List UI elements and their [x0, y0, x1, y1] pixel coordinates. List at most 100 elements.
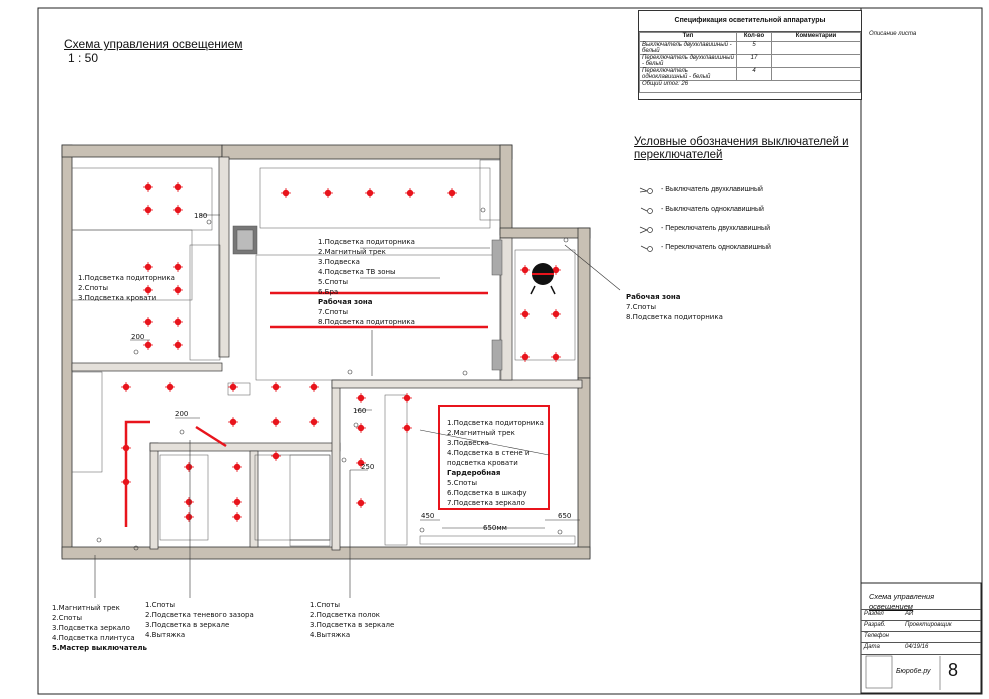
spec-cell-type: Выключатель двухклавишный - белый [639, 41, 737, 55]
drawing-title: Схема управления освещением [64, 37, 243, 51]
dim-200-b: 200 [175, 410, 189, 418]
spot-light-icon [121, 477, 131, 487]
note-bathroom-2: 1.Споты 2.Подсветка полок 3.Подсветка в … [310, 600, 394, 640]
spec-row: Переключатель двухклавишный - белый 17 [639, 54, 861, 68]
note-line: 4.Вытяжка [145, 631, 186, 639]
spot-light-icon [173, 205, 183, 215]
note-line: 7.Споты [626, 303, 657, 311]
spec-total: Общий итог: 26 [639, 80, 861, 93]
legend-item-toggle-double: - Переключатель двухклавишный [661, 225, 770, 232]
title-block-row: Телефон [861, 631, 981, 643]
spot-light-icon [447, 188, 457, 198]
note-line: 5.Споты [447, 479, 478, 487]
spec-header-type: Тип [639, 32, 737, 42]
exterior-walls [61, 144, 591, 560]
switch-symbols [96, 207, 569, 551]
spot-light-icon [143, 285, 153, 295]
note-line: 3.Подсветка кровати [78, 294, 157, 302]
spec-table: Спецификация осветительной аппаратуры Ти… [638, 10, 862, 100]
spot-light-icon [165, 382, 175, 392]
spot-light-icon [143, 182, 153, 192]
note-hall: 1.Магнитный трек 2.Споты 3.Подсветка зер… [52, 603, 147, 653]
legend-title-line: переключателей [634, 149, 723, 161]
spot-light-icon [173, 182, 183, 192]
note-line: 2.Споты [78, 284, 109, 292]
spot-light-icon [271, 451, 281, 461]
spot-light-icon [309, 417, 319, 427]
spot-light-icon [271, 417, 281, 427]
note-line: 3.Подсветка в зеркале [310, 621, 395, 629]
note-master-bedroom: 1.Подсветка подиторника 2.Магнитный трек… [447, 418, 544, 508]
note-bedroom: 1.Подсветка подиторника 2.Споты 3.Подсве… [78, 273, 175, 303]
title-block-row: Дата 04/19/16 [861, 642, 981, 655]
spot-light-icon [143, 317, 153, 327]
note-line: 6.Бра [318, 288, 339, 296]
spot-light-icon [173, 317, 183, 327]
spot-light-icon [143, 262, 153, 272]
title-block-label: Дата [864, 644, 880, 650]
spot-light-icon [228, 382, 238, 392]
note-line: 1.Магнитный трек [52, 604, 120, 612]
note-line: 2.Магнитный трек [318, 248, 386, 256]
magnetic-tracks [124, 291, 550, 527]
interior-walls [71, 156, 583, 551]
legend-title: Условные обозначения выключателей и пере… [634, 136, 849, 162]
spec-cell-qty: 5 [736, 41, 772, 55]
note-line: 1.Подсветка подиторника [78, 274, 175, 282]
title-block-row: Раздел АИ [861, 609, 981, 621]
spot-light-icon [121, 382, 131, 392]
spot-lights [121, 182, 561, 522]
spec-cell-comment [771, 41, 861, 55]
legend-item-switch-double: - Выключатель двухклавишный [661, 186, 763, 193]
note-line: 1.Споты [310, 601, 341, 609]
note-line: 3.Подвеска [447, 439, 489, 447]
title-block-name: Схема управления освещением [869, 592, 934, 612]
pendant-lamp-icon [530, 263, 556, 295]
spot-light-icon [551, 309, 561, 319]
legend-item-switch-single: - Выключатель одноклавишный [661, 206, 764, 213]
spec-row: Выключатель двухклавишный - белый 5 [639, 41, 861, 55]
note-line: 7.Подсветка зеркало [447, 499, 525, 507]
title-block-label: Телефон [864, 633, 889, 639]
spot-light-icon [184, 462, 194, 472]
spot-light-icon [184, 512, 194, 522]
spec-title: Спецификация осветительной аппаратуры [639, 11, 861, 32]
note-line: 4.Вытяжка [310, 631, 351, 639]
note-line: подсветка кровати [447, 459, 518, 467]
spot-light-icon [356, 458, 366, 468]
spot-light-icon [520, 309, 530, 319]
spot-light-icon [143, 205, 153, 215]
legend-item-toggle-single: - Переключатель одноклавишный [661, 244, 771, 251]
sheet-note: Описание листа [869, 31, 917, 37]
spot-light-icon [173, 285, 183, 295]
spec-cell-qty: 17 [736, 54, 772, 68]
note-line: 6.Подсветка в шкафу [447, 489, 527, 497]
spec-header-comment: Комментарии [771, 32, 861, 42]
note-bathroom-1: 1.Споты 2.Подсветка теневого зазора 3.По… [145, 600, 254, 640]
spec-cell-comment [771, 67, 861, 81]
spot-light-icon [356, 423, 366, 433]
drawing-scale: 1 : 50 [68, 51, 99, 65]
leader-lines [94, 214, 621, 598]
spot-light-icon [184, 497, 194, 507]
note-line: 5.Споты [318, 278, 349, 286]
title-block-label: Разраб. [864, 622, 886, 628]
spot-light-icon [232, 497, 242, 507]
note-line: 7.Споты [318, 308, 349, 316]
spot-light-icon [405, 188, 415, 198]
dim-650: 650 [558, 512, 572, 520]
spec-cell-type: Переключатель одноклавишный - белый [639, 67, 737, 81]
spot-light-icon [323, 188, 333, 198]
title-block-value: Проектировщик [905, 622, 952, 628]
note-line: 2.Споты [52, 614, 83, 622]
furniture [71, 159, 576, 547]
company-name: Бюро6е.ру [896, 668, 931, 675]
spec-cell-type: Переключатель двухклавишный - белый [639, 54, 737, 68]
note-heading: 5.Мастер выключатель [52, 644, 147, 652]
note-line: 4.Подсветка плинтуса [52, 634, 135, 642]
note-heading: Гардеробная [447, 469, 501, 477]
note-line: 4.Подсветка ТВ зоны [318, 268, 396, 276]
title-block-value: АИ [905, 611, 914, 617]
spot-light-icon [121, 443, 131, 453]
